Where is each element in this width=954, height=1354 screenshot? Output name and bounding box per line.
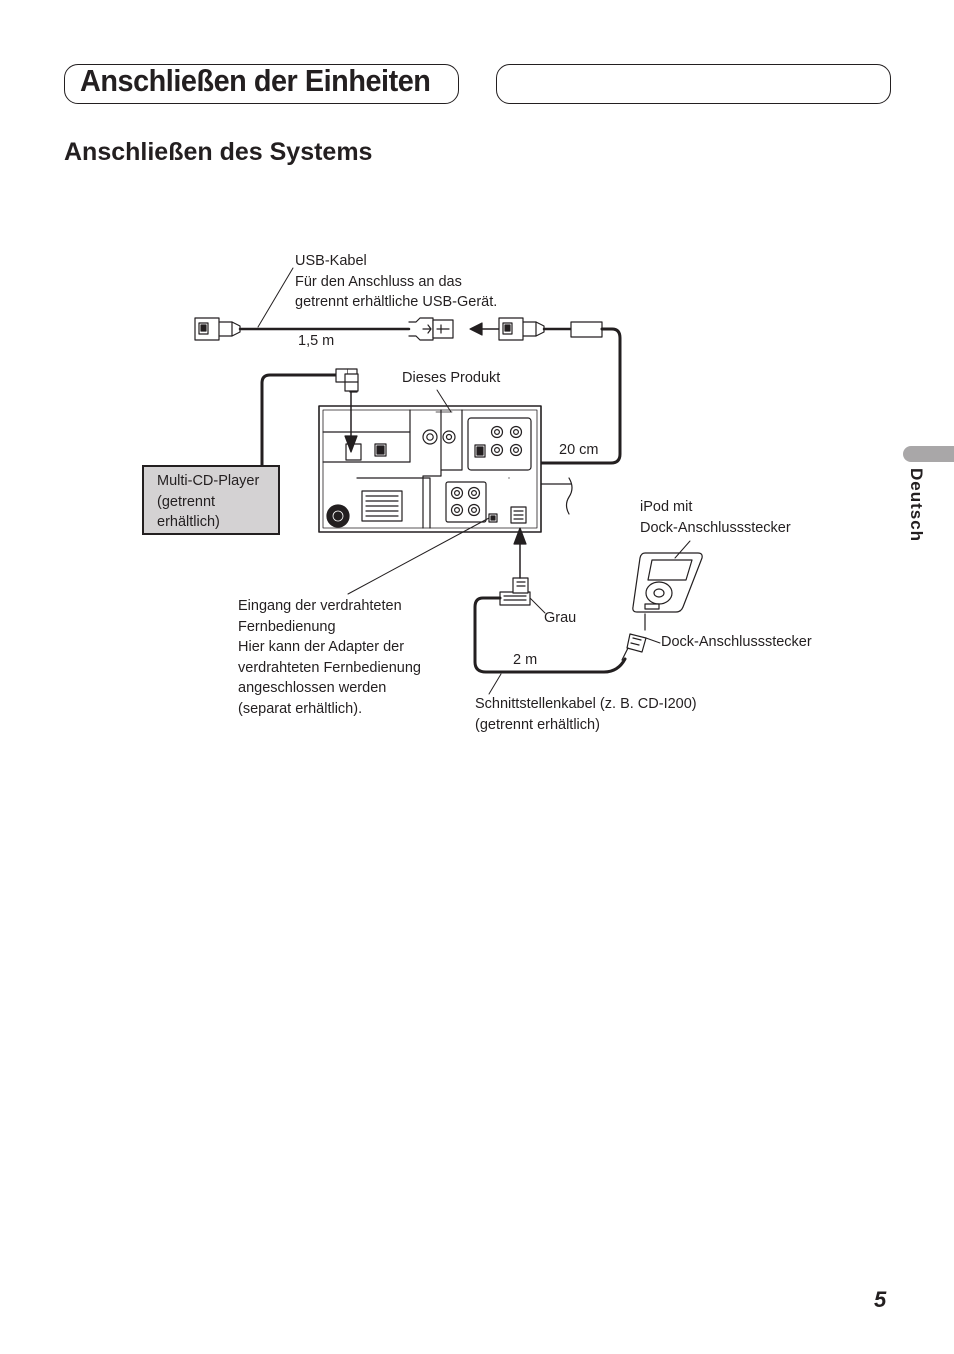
ipod-label: iPod mit Dock-Anschlussstecker [640, 497, 791, 538]
usb-socket-product [498, 317, 545, 341]
multi-cd-label-line: (getrennt [157, 493, 216, 510]
multi-cd-label-line: erhältlich) [157, 514, 220, 530]
remote-input-label-line: Hier kann der Adapter der [238, 639, 405, 655]
multi-cd-player-box: Multi-CD-Player (getrennt erhältlich) [142, 465, 280, 535]
usb-cable-label: USB-Kabel Für den Anschluss an das getre… [295, 251, 497, 313]
chapter-title: Anschließen der Einheiten [80, 63, 431, 98]
remote-input-label-line: (separat erhältlich). [238, 700, 363, 717]
multi-cd-label-line: Multi-CD-Player [157, 473, 260, 489]
usb-label-leader [257, 267, 294, 328]
usb-connect-arrow [469, 322, 504, 336]
remote-input-label-line: Eingang der verdrahteten [238, 598, 402, 614]
usb-cable-label-line: USB-Kabel [295, 253, 367, 269]
multi-cd-plug [335, 368, 359, 393]
page-number: 5 [874, 1287, 887, 1312]
interface-cable-label-line: Schnittstellenkabel (z. B. CD-I200) [475, 696, 697, 712]
remote-input-label: Eingang der verdrahteten Fernbedienung H… [238, 596, 421, 719]
interface-cable-label-line: (getrennt erhältlich) [475, 716, 600, 733]
ipod-device [632, 552, 703, 613]
length-2m-label: 2 m [513, 652, 538, 668]
usb-plug [408, 317, 454, 341]
grau-label: Grau [544, 610, 577, 626]
language-tab-label: Deutsch [907, 468, 926, 543]
remote-input-label-line: Fernbedienung [238, 618, 336, 635]
interface-cable [473, 596, 627, 674]
usb-cable-label-line: Für den Anschluss an das [295, 273, 462, 290]
length-20cm-label: 20 cm [559, 442, 599, 458]
head-unit-rear-panel [318, 405, 573, 533]
usb-length-label: 1,5 m [298, 333, 335, 349]
interface-cable-label: Schnittstellenkabel (z. B. CD-I200) (get… [475, 694, 697, 735]
chapter-title-frame [64, 64, 459, 104]
ipod-label-line: iPod mit [640, 499, 693, 515]
remote-input-label-line: angeschlossen werden [238, 680, 387, 696]
ipod-label-line: Dock-Anschlussstecker [640, 519, 791, 536]
dock-connector-label: Dock-Anschlussstecker [661, 634, 812, 650]
multi-cd-player-label: Multi-CD-Player (getrennt erhältlich) [157, 471, 259, 533]
remote-input-label-line: verdrahteten Fernbedienung [238, 659, 421, 676]
language-tab-marker [903, 446, 954, 462]
chapter-blank-frame [496, 64, 891, 104]
section-title: Anschließen des Systems [64, 138, 373, 166]
product-label: Dieses Produkt [402, 370, 501, 386]
dock-connector-plug [621, 633, 647, 661]
interface-cable-connector [499, 577, 531, 606]
usb-cable-label-line: getrennt erhältliche USB-Gerät. [295, 294, 498, 310]
usb-socket-left [194, 317, 241, 341]
multi-cd-cable [260, 373, 342, 467]
